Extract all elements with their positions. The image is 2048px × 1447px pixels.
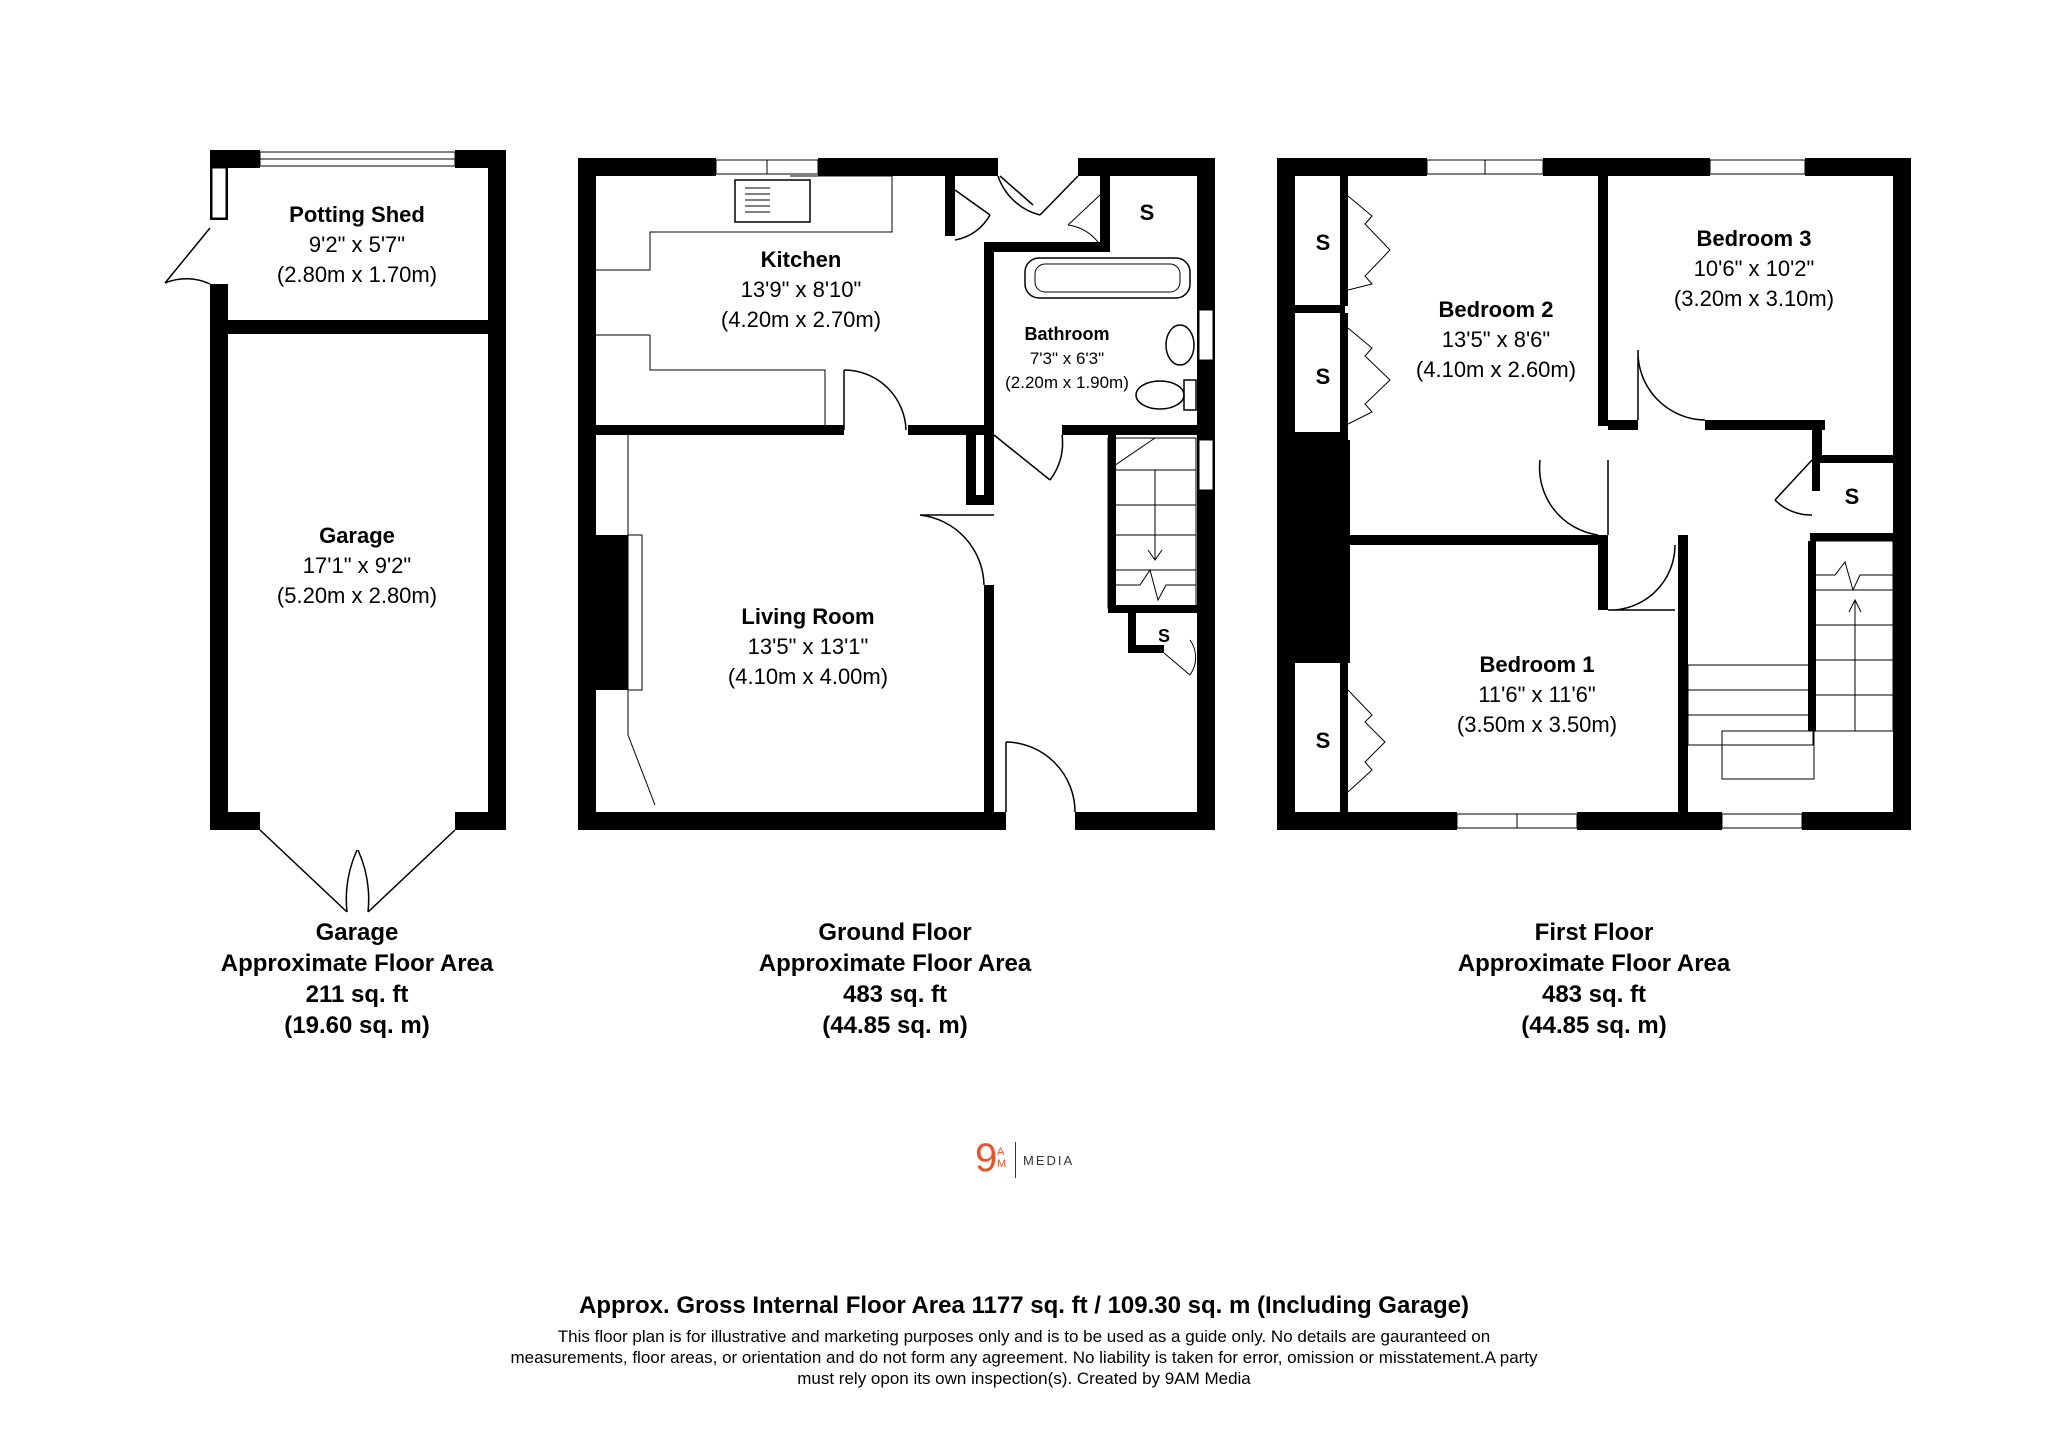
garage-wall-bottom-left	[210, 812, 260, 830]
bedroom-2-name: Bedroom 2	[1439, 297, 1554, 322]
bed2-door	[1538, 459, 1609, 536]
store-door	[1774, 459, 1813, 516]
fireplace	[596, 535, 628, 690]
back-door	[997, 175, 1079, 216]
kitchen-name: Kitchen	[761, 247, 842, 272]
bedroom-3-metric: (3.20m x 3.10m)	[1674, 286, 1834, 311]
garage-wall-bottom-right	[455, 812, 506, 830]
bedroom-1-name: Bedroom 1	[1480, 652, 1595, 677]
bathroom-name: Bathroom	[1025, 324, 1110, 344]
first-floor-plan	[1277, 158, 1911, 830]
store-label-bed1: S	[1316, 728, 1331, 753]
bed1-door	[1607, 544, 1676, 611]
front-door	[1005, 741, 1076, 813]
living-room-metric: (4.10m x 4.00m)	[728, 664, 888, 689]
ground-floor-plan	[578, 158, 1215, 830]
kitchen-sink	[734, 179, 811, 223]
living-room-imperial: 13'5" x 13'1"	[748, 634, 869, 659]
bedroom-3-imperial: 10'6" x 10'2"	[1694, 256, 1815, 281]
garage-caption-title: Garage	[316, 919, 399, 946]
kitchen-counter	[596, 175, 893, 425]
garage-wall-mid	[228, 320, 488, 334]
bedroom-2-metric: (4.10m x 2.60m)	[1416, 357, 1576, 382]
garage-caption-sqm: (19.60 sq. m)	[284, 1012, 429, 1039]
ground-caption-sqm: (44.85 sq. m)	[822, 1012, 967, 1039]
garage-name: Garage	[319, 523, 395, 548]
bedroom-1-metric: (3.50m x 3.50m)	[1457, 712, 1617, 737]
store-label-ground-top: S	[1140, 200, 1155, 225]
wc	[1135, 380, 1185, 410]
potting-shed-metric: (2.80m x 1.70m)	[277, 262, 437, 287]
living-room-name: Living Room	[741, 604, 874, 629]
garage-plan	[164, 150, 506, 913]
living-door	[919, 514, 994, 586]
logo-nine: 9	[975, 1136, 998, 1180]
ground-caption-title: Ground Floor	[818, 919, 971, 946]
bedroom-2-imperial: 13'5" x 8'6"	[1442, 327, 1550, 352]
logo-m: M	[997, 1158, 1007, 1170]
garage-metric: (5.20m x 2.80m)	[277, 583, 437, 608]
ground-caption-subtitle: Approximate Floor Area	[759, 950, 1032, 977]
potting-shed-name: Potting Shed	[289, 202, 425, 227]
disclaimer-text: This floor plan is for illustrative and …	[510, 1327, 1538, 1388]
first-caption-sqft: 483 sq. ft	[1542, 981, 1646, 1008]
garage-wall-top-left	[210, 150, 260, 168]
bedroom-3-name: Bedroom 3	[1697, 226, 1812, 251]
first-stairs	[1687, 540, 1894, 780]
store-label-bed2-upper: S	[1316, 230, 1331, 255]
gross-area-title: Approx. Gross Internal Floor Area 1177 s…	[578, 1292, 1470, 1319]
bed3-door	[1637, 349, 1706, 421]
bedroom-1-imperial: 11'6" x 11'6"	[1478, 682, 1595, 707]
garage-wall-right	[488, 150, 506, 830]
ground-caption-sqft: 483 sq. ft	[843, 981, 947, 1008]
store-label-ground-stairs: S	[1158, 626, 1170, 646]
garage-doors	[259, 829, 456, 913]
shed-door	[164, 227, 211, 285]
logo-media-text: MEDIA	[1023, 1153, 1075, 1168]
logo-a: A	[997, 1146, 1005, 1158]
bathroom-metric: (2.20m x 1.90m)	[1005, 373, 1129, 392]
garage-wall-left	[210, 150, 228, 830]
first-caption-subtitle: Approximate Floor Area	[1458, 950, 1731, 977]
garage-caption-subtitle: Approximate Floor Area	[221, 950, 494, 977]
garage-caption-sqft: 211 sq. ft	[306, 981, 409, 1008]
kitchen-door	[843, 369, 907, 431]
logo-divider	[1015, 1142, 1016, 1178]
basin	[1165, 324, 1195, 366]
kitchen-metric: (4.20m x 2.70m)	[721, 307, 881, 332]
chimney-breast	[1295, 440, 1350, 655]
garage-imperial: 17'1" x 9'2"	[303, 553, 411, 578]
first-caption-title: First Floor	[1535, 919, 1654, 946]
bath	[1024, 257, 1191, 299]
store-label-bed2-lower: S	[1316, 364, 1331, 389]
garage-wall-top-right	[455, 150, 506, 168]
ground-stairs	[1107, 437, 1197, 609]
potting-shed-imperial: 9'2" x 5'7"	[309, 232, 405, 257]
shed-side-window	[211, 167, 227, 219]
store-label-landing: S	[1845, 484, 1860, 509]
first-caption-sqm: (44.85 sq. m)	[1521, 1012, 1666, 1039]
bathroom-imperial: 7'3" x 6'3"	[1030, 349, 1104, 368]
bathroom-door	[993, 434, 1064, 481]
kitchen-imperial: 13'9" x 8'10"	[741, 277, 862, 302]
